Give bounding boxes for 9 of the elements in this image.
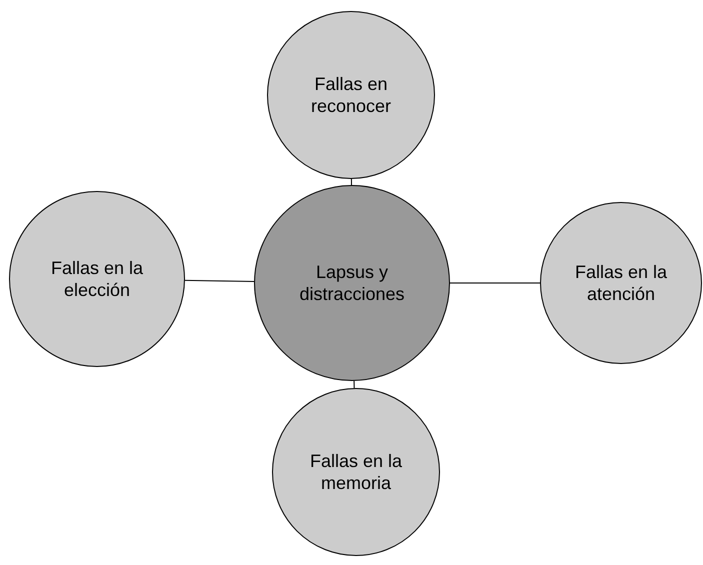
node-label: Lapsus y distracciones	[298, 261, 406, 305]
node-label: Fallas en la memoria	[308, 450, 404, 494]
node-label: Fallas en la elección	[50, 257, 144, 301]
connector-line	[184, 280, 254, 282]
connector-line	[450, 282, 540, 284]
connector-line	[350, 178, 352, 186]
connector-line	[354, 380, 355, 389]
node-label: Fallas en la atención	[574, 261, 668, 305]
node-label: Fallas en reconocer	[310, 73, 392, 117]
